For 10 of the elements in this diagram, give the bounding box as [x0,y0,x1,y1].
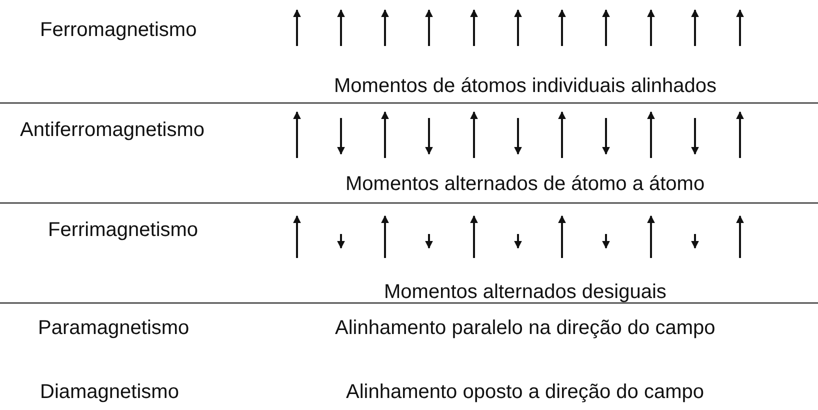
caption-text: Momentos de átomos individuais alinhados [334,74,716,98]
material-name: Diamagnetismo [40,380,179,404]
caption-text: Alinhamento oposto a direção do campo [346,380,704,404]
caption-text: Momentos alternados de átomo a átomo [346,172,705,196]
material-name: Paramagnetismo [38,316,190,340]
material-name: Ferromagnetismo [40,18,197,42]
material-name: Antiferromagnetismo [20,118,205,142]
caption-text: Alinhamento paralelo na direção do campo [335,316,716,340]
material-name: Ferrimagnetismo [48,218,198,242]
caption-text: Momentos alternados desiguais [384,280,666,304]
